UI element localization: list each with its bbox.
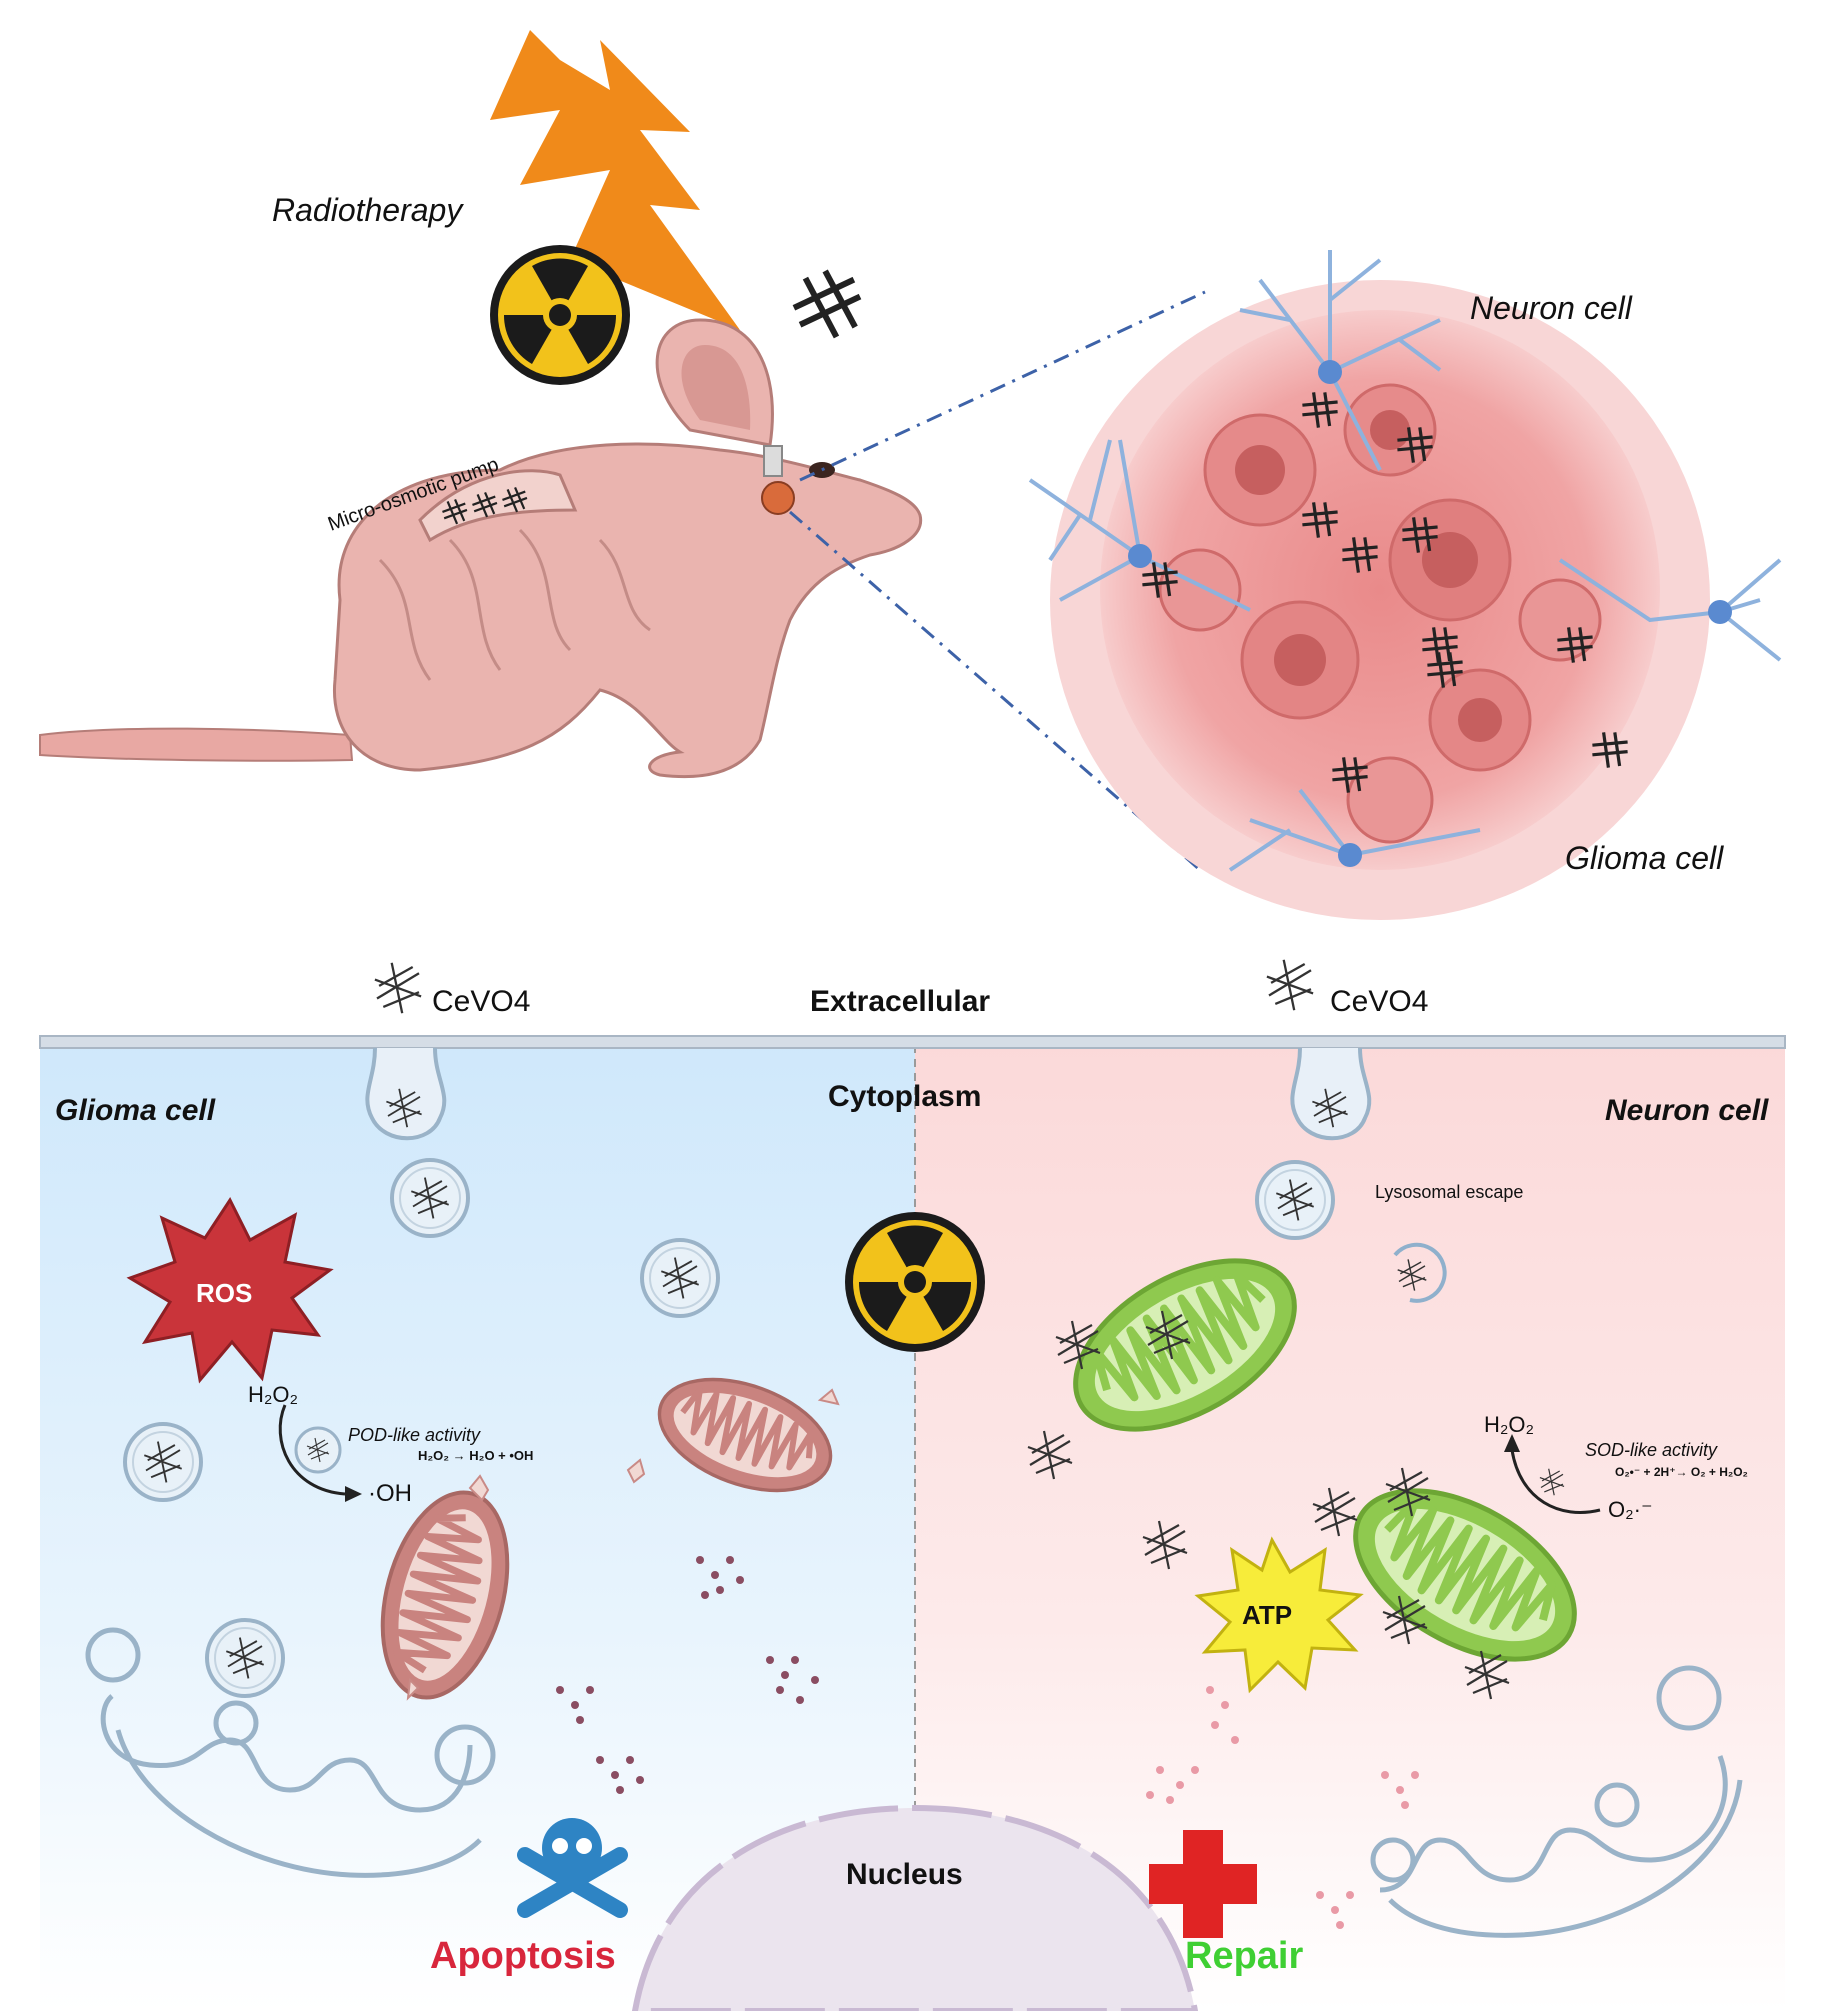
neuron-icon [1028, 250, 1782, 872]
h2o2-right-label: H₂O₂ [1484, 1412, 1535, 1437]
ros-burst [126, 1197, 334, 1384]
neuron-cell-label: Neuron cell [1605, 1094, 1769, 1127]
lysosomal-escape-label: Lysosomal escape [1375, 1182, 1524, 1202]
nucleus-label: Nucleus [846, 1858, 963, 1891]
skull-crossbones-icon [517, 1818, 628, 1918]
sod-activity-label: SOD-like activity [1585, 1440, 1718, 1460]
nucleus-shape [631, 1804, 1199, 2011]
cytoplasm-label: Cytoplasm [828, 1080, 982, 1113]
superoxide-label: O₂·⁻ [1608, 1497, 1653, 1522]
cevo4-label-right: CeVO4 [1330, 985, 1429, 1018]
lightning-icon [490, 30, 740, 330]
red-cross-icon [1149, 1830, 1257, 1938]
neuron-cell-label-top: Neuron cell [1470, 290, 1632, 326]
radiotherapy-label: Radiotherapy [272, 192, 463, 228]
cevo4-label-left: CeVO4 [432, 985, 531, 1018]
mouse-illustration [39, 318, 923, 779]
tumor-mass [1050, 280, 1710, 920]
er-right [1370, 1665, 1743, 1938]
sod-equation: O₂•⁻ + 2H⁺→ O₂ + H₂O₂ [1615, 1465, 1748, 1479]
h2o2-left-label: H₂O₂ [248, 1382, 299, 1407]
glioma-cell-label: Glioma cell [55, 1094, 216, 1127]
atp-label: ATP [1242, 1600, 1293, 1630]
glioma-cell-label-top: Glioma cell [1565, 840, 1724, 876]
ros-label: ROS [196, 1278, 253, 1308]
nanorod-icon [373, 961, 423, 1015]
apoptosis-label: Apoptosis [430, 1935, 616, 1977]
extracellular-label: Extracellular [810, 985, 991, 1018]
atp-burst [1194, 1536, 1364, 1694]
pod-activity-label: POD-like activity [348, 1425, 481, 1445]
nanorod-icon [786, 263, 871, 348]
hydroxyl-label: ·OH [368, 1480, 412, 1507]
pod-equation: H₂O₂ → H₂O + •OH [418, 1448, 534, 1463]
repair-label: Repair [1185, 1935, 1304, 1977]
er-left [85, 1627, 496, 1878]
radiation-icon [845, 1212, 985, 1352]
nanorod-icon [1265, 958, 1315, 1012]
radiation-icon [490, 245, 630, 385]
debris-dots [556, 1556, 819, 1794]
